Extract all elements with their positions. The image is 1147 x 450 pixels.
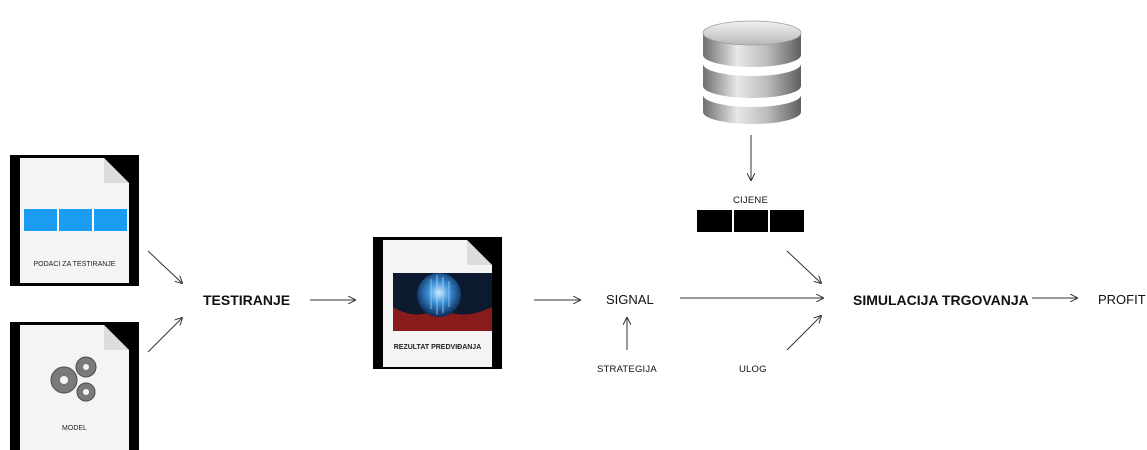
crystal-ball-image [393, 273, 492, 331]
model-document: MODEL [10, 322, 139, 450]
data-table-strip-icon [24, 209, 127, 231]
prediction-result-label: REZULTAT PREDVIĐANJA [393, 344, 482, 351]
test-data-document: PODACI ZA TESTIRANJE [10, 155, 139, 286]
prices-label: CIJENE [733, 195, 768, 206]
prediction-result-document: REZULTAT PREDVIĐANJA [373, 237, 502, 369]
arrow-testdata-to-testing [147, 250, 182, 283]
arrow-stake-to-simulation [786, 316, 821, 351]
signal-node: SIGNAL [606, 292, 654, 307]
stake-label: ULOG [739, 364, 767, 375]
profit-node: PROFIT [1098, 292, 1146, 307]
arrow-prices-to-simulation [786, 250, 821, 283]
prices-data-strip-icon [697, 210, 804, 232]
gears-icon [50, 356, 97, 402]
arrow-model-to-testing [147, 318, 182, 353]
test-data-label: PODACI ZA TESTIRANJE [33, 261, 116, 268]
strategy-label: STRATEGIJA [597, 364, 657, 375]
model-label: MODEL [62, 425, 87, 432]
simulation-node: SIMULACIJA TRGOVANJA [853, 292, 1029, 308]
testing-node: TESTIRANJE [203, 292, 291, 308]
